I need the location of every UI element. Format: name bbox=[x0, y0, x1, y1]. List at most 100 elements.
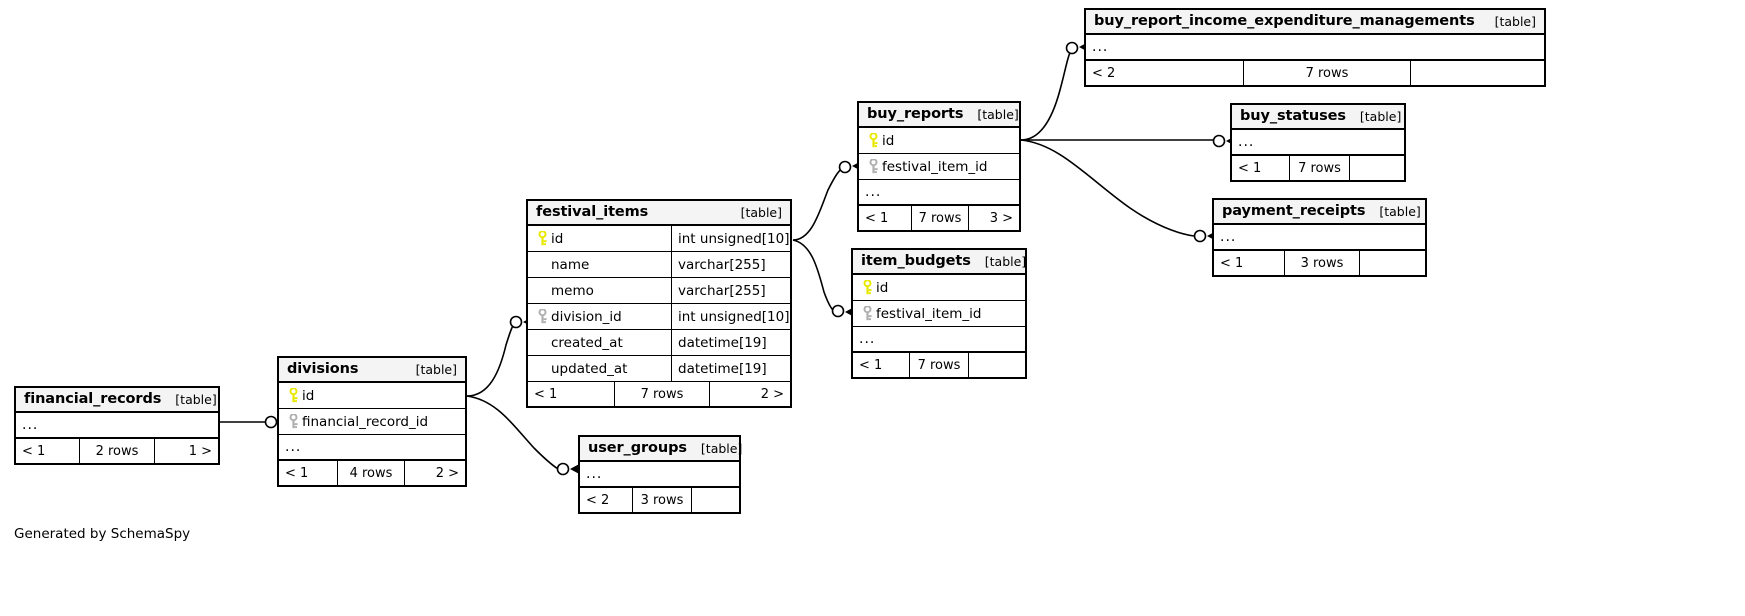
column-row[interactable]: id bbox=[853, 275, 1025, 301]
column-type: varchar[255] bbox=[671, 278, 790, 303]
table-name: buy_report_income_expenditure_management… bbox=[1094, 13, 1475, 29]
footer-parents-count[interactable]: < 1 bbox=[285, 465, 309, 481]
footer-parents-count[interactable]: < 1 bbox=[534, 386, 558, 402]
table-node-buy_report_income_expenditure_managements[interactable]: buy_report_income_expenditure_management… bbox=[1084, 8, 1546, 87]
table-footer: < 1 4 rows 2 > bbox=[279, 461, 465, 485]
column-label: festival_item_id bbox=[876, 305, 982, 322]
column-row[interactable]: festival_item_id bbox=[859, 154, 1019, 180]
column-name: created_at bbox=[528, 330, 671, 355]
primary-key-icon bbox=[534, 231, 551, 246]
footer-parents-count[interactable]: < 1 bbox=[22, 443, 46, 459]
column-label: name bbox=[551, 256, 590, 273]
collapsed-columns-ellipsis[interactable]: ... bbox=[1232, 130, 1404, 156]
footer-children-count[interactable] bbox=[969, 353, 1025, 377]
column-type: int unsigned[10] bbox=[671, 226, 790, 251]
table-type-tag: [table] bbox=[984, 253, 1027, 269]
primary-key-icon bbox=[865, 133, 882, 148]
footer-children-count[interactable]: 2 > bbox=[760, 386, 784, 402]
column-row[interactable]: id bbox=[279, 383, 465, 409]
foreign-key-icon bbox=[865, 159, 882, 174]
collapsed-columns-ellipsis[interactable]: ... bbox=[859, 180, 1019, 206]
table-title-bar[interactable]: buy_statuses[table] bbox=[1232, 105, 1404, 130]
table-node-item_budgets[interactable]: item_budgets[table]id festival_item_id...… bbox=[851, 248, 1027, 379]
footer-parents-count[interactable]: < 2 bbox=[586, 492, 610, 508]
edge-buy-reports-biem bbox=[1020, 48, 1073, 141]
column-name: id bbox=[528, 226, 671, 251]
footer-parents-count[interactable]: < 1 bbox=[859, 357, 883, 373]
edge-endpoint-circle bbox=[556, 462, 570, 476]
footer-parents-count[interactable]: < 1 bbox=[865, 210, 889, 226]
footer-parents-count[interactable]: < 1 bbox=[1238, 160, 1262, 176]
column-label: created_at bbox=[551, 334, 623, 351]
table-footer: < 1 7 rows 2 > bbox=[528, 382, 790, 406]
collapsed-columns-ellipsis[interactable]: ... bbox=[853, 327, 1025, 353]
column-name: memo bbox=[528, 278, 671, 303]
table-node-divisions[interactable]: divisions[table]id financial_record_id...… bbox=[277, 356, 467, 487]
footer-children-count[interactable] bbox=[692, 488, 739, 512]
table-title-bar[interactable]: item_budgets[table] bbox=[853, 250, 1027, 275]
column-label: memo bbox=[551, 282, 594, 299]
footer-children-count[interactable]: 3 > bbox=[989, 210, 1013, 226]
table-title-bar[interactable]: festival_items[table] bbox=[528, 201, 790, 226]
footer-row-count: 7 rows bbox=[614, 382, 710, 406]
footer-row-count: 2 rows bbox=[79, 439, 155, 463]
table-title-bar[interactable]: financial_records[table] bbox=[16, 388, 218, 413]
edge-endpoint-circle bbox=[1193, 229, 1207, 243]
footer-row-count: 4 rows bbox=[337, 461, 405, 485]
column-label: id bbox=[551, 230, 564, 247]
foreign-key-icon bbox=[534, 309, 551, 324]
column-type: int unsigned[10] bbox=[671, 304, 790, 329]
collapsed-columns-ellipsis[interactable]: ... bbox=[1086, 35, 1544, 61]
table-title-bar[interactable]: buy_report_income_expenditure_management… bbox=[1086, 10, 1544, 35]
column-row[interactable]: memo varchar[255] bbox=[528, 278, 790, 304]
column-name: division_id bbox=[528, 304, 671, 329]
table-footer: < 2 7 rows bbox=[1086, 61, 1544, 85]
footer-parents-count[interactable]: < 1 bbox=[1220, 255, 1244, 271]
collapsed-columns-ellipsis[interactable]: ... bbox=[580, 462, 739, 488]
footer-children-count[interactable] bbox=[1350, 156, 1404, 180]
footer-children-count[interactable]: 1 > bbox=[188, 443, 212, 459]
footer-children-count[interactable] bbox=[1411, 61, 1544, 85]
footer-row-count: 7 rows bbox=[1243, 61, 1411, 85]
primary-key-icon bbox=[859, 280, 876, 295]
collapsed-columns-ellipsis[interactable]: ... bbox=[1214, 225, 1425, 251]
column-type: datetime[19] bbox=[671, 356, 790, 381]
table-title-bar[interactable]: payment_receipts[table] bbox=[1214, 200, 1425, 225]
table-type-tag: [table] bbox=[700, 440, 743, 456]
collapsed-columns-ellipsis[interactable]: ... bbox=[279, 435, 465, 461]
collapsed-columns-ellipsis[interactable]: ... bbox=[16, 413, 218, 439]
column-row[interactable]: id int unsigned[10] bbox=[528, 226, 790, 252]
column-label: financial_record_id bbox=[302, 413, 429, 430]
primary-key-icon bbox=[285, 388, 302, 403]
table-title-bar[interactable]: divisions[table] bbox=[279, 358, 465, 383]
column-row[interactable]: festival_item_id bbox=[853, 301, 1025, 327]
table-type-tag: [table] bbox=[977, 106, 1019, 122]
column-name: festival_item_id bbox=[859, 154, 1019, 179]
column-name: id bbox=[859, 128, 1019, 153]
column-row[interactable]: financial_record_id bbox=[279, 409, 465, 435]
table-title-bar[interactable]: buy_reports[table] bbox=[859, 103, 1019, 128]
column-row[interactable]: id bbox=[859, 128, 1019, 154]
footer-row-count: 7 rows bbox=[911, 206, 969, 230]
edge-festival-items-item-budgets bbox=[792, 239, 839, 315]
footer-children-count[interactable]: 2 > bbox=[435, 465, 459, 481]
table-title-bar[interactable]: user_groups[table] bbox=[580, 437, 743, 462]
footer-parents-count[interactable]: < 2 bbox=[1092, 65, 1116, 81]
table-node-financial_records[interactable]: financial_records[table]... < 1 2 rows 1 > bbox=[14, 386, 220, 465]
table-type-tag: [table] bbox=[1494, 13, 1536, 29]
table-footer: < 1 2 rows 1 > bbox=[16, 439, 218, 463]
footer-children-count[interactable] bbox=[1360, 251, 1425, 275]
column-name: id bbox=[853, 275, 1025, 300]
